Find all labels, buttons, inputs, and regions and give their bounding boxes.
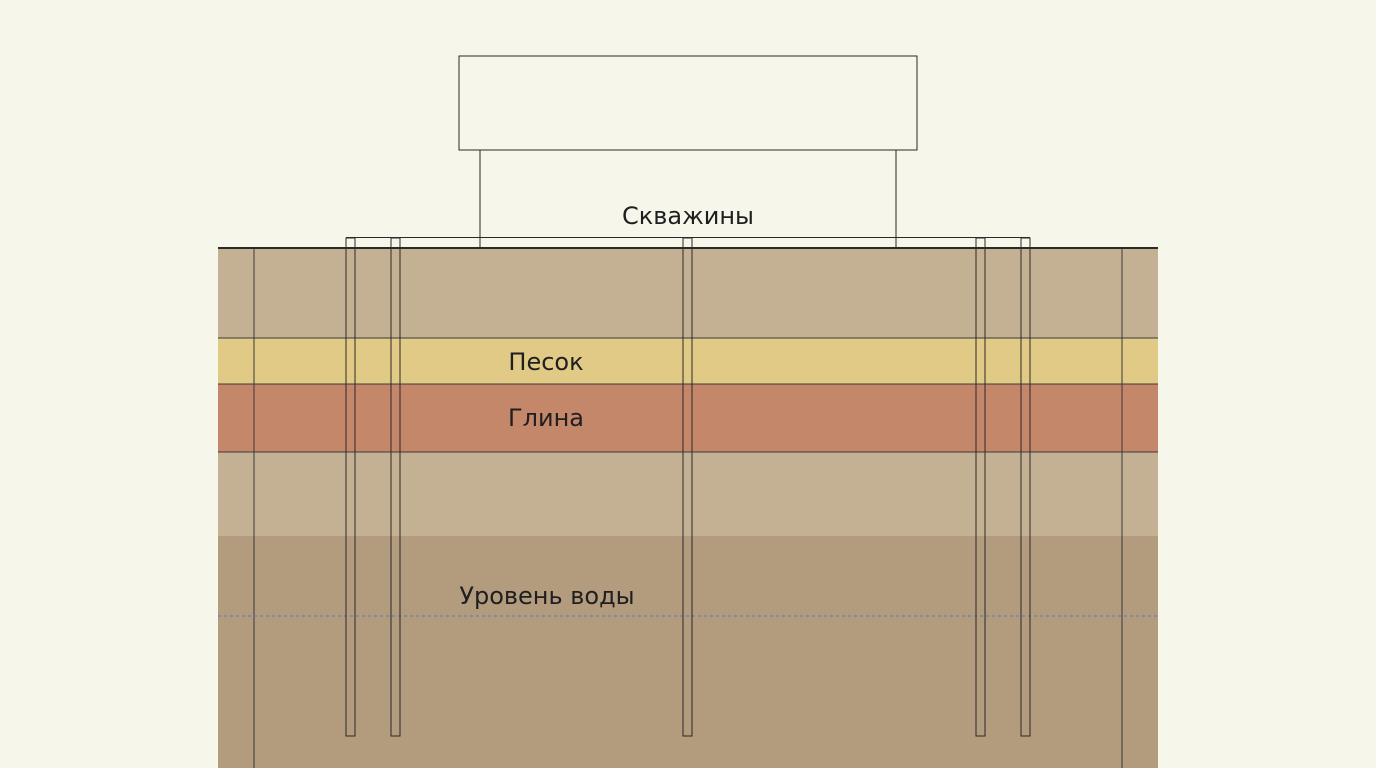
surface-structure — [458, 55, 918, 248]
sand-label: Песок — [508, 348, 583, 376]
well-pipe — [975, 237, 986, 737]
water-level-label: Уровень воды — [459, 582, 634, 610]
sand-layer — [218, 338, 1158, 384]
structure-box — [458, 55, 918, 151]
well-pipe — [390, 237, 401, 737]
well-pipe — [682, 237, 693, 737]
clay-layer — [218, 384, 1158, 452]
wells — [345, 237, 1031, 737]
wells-label: Скважины — [622, 202, 754, 230]
soil-layer-upper — [218, 248, 1158, 338]
well-header-pipe — [345, 237, 1031, 248]
soil-layer-middle — [218, 452, 1158, 536]
well-pipe — [1020, 237, 1031, 737]
clay-label: Глина — [508, 404, 584, 432]
soil-layers — [218, 248, 1158, 768]
well-pipe — [345, 237, 356, 737]
soil-layer-lower — [218, 536, 1158, 768]
